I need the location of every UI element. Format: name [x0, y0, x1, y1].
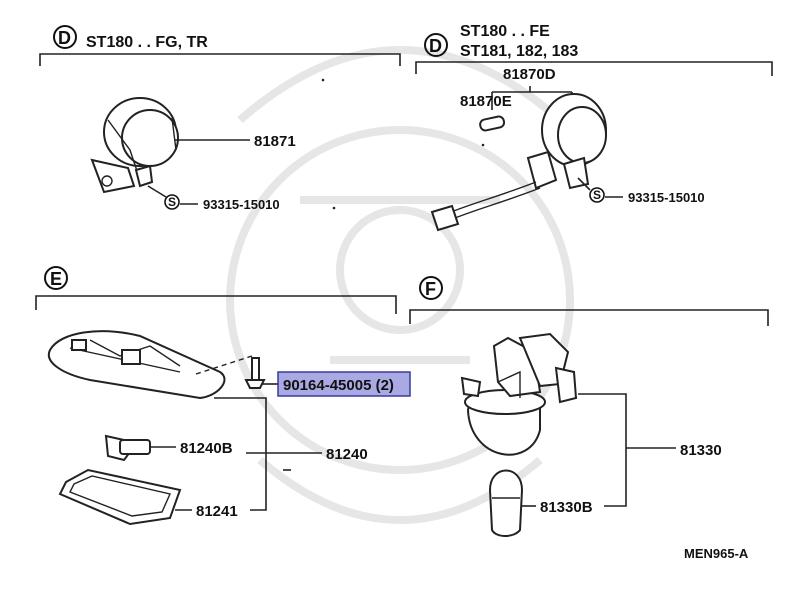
section-letter: D [429, 36, 442, 56]
part-label: 93315-15010 [628, 190, 705, 205]
bulb-81870e-drawing [479, 115, 506, 132]
part-label: 81240B [180, 440, 233, 457]
part-label: 81870D [503, 66, 556, 83]
section-e: E 90164-45005 (2) 81240B [35, 266, 411, 526]
section-d-fe-st181: D ST180 . . FE ST181, 182, 183 81870D 81… [415, 23, 773, 232]
section-letter-circle [53, 25, 77, 49]
lamp-assy-81330-drawing [460, 332, 578, 456]
stray-mark [321, 78, 325, 82]
section-letter: E [50, 269, 62, 289]
section-bracket [39, 53, 401, 66]
part-label: 81241 [196, 503, 238, 520]
section-models-line2: ST181, 182, 183 [460, 43, 578, 60]
section-d-fg-tr: D ST180 . . FG, TR 81871 S 93315-15010 [39, 25, 401, 212]
screw-symbol [589, 187, 605, 203]
section-letter: D [58, 28, 71, 48]
section-bracket [35, 295, 397, 314]
screw-symbol [164, 194, 180, 210]
section-f: F 81330B 81330 [409, 276, 769, 537]
section-models-line1: ST180 . . FE [460, 23, 550, 40]
part-label: 81240 [326, 446, 368, 463]
section-letter-circle [44, 266, 68, 290]
diagram-code: MEN965-A [684, 546, 749, 561]
stray-mark [481, 143, 485, 147]
bulb-81240b-drawing [104, 434, 151, 462]
section-letter-circle [424, 33, 448, 57]
part-label: 81870E [460, 93, 512, 110]
part-label: 81330B [540, 499, 593, 516]
section-letter: F [425, 279, 436, 299]
section-bracket [409, 309, 769, 326]
part-label: 81330 [680, 442, 722, 459]
section-models: ST180 . . FG, TR [86, 34, 208, 51]
stray-mark [332, 206, 336, 210]
part-label: 93315-15010 [203, 197, 280, 212]
screw-symbol-letter: S [593, 188, 601, 202]
assy-bracket [578, 393, 676, 507]
screw-symbol-letter: S [168, 195, 176, 209]
section-letter-circle [419, 276, 443, 300]
screw-90164-drawing [244, 357, 266, 389]
socket-assy-81870d-drawing [430, 93, 607, 232]
bulb-81330b-drawing [488, 469, 524, 537]
socket-81871-drawing [90, 97, 179, 194]
lens-81241-drawing [58, 468, 182, 526]
section-bracket [415, 61, 773, 76]
highlighted-part-box[interactable] [277, 371, 411, 397]
part-label-highlighted[interactable]: 90164-45005 (2) [283, 377, 394, 394]
part-label: 81871 [254, 133, 296, 150]
lamp-housing-drawing [47, 330, 253, 400]
assy-bracket [214, 397, 322, 511]
